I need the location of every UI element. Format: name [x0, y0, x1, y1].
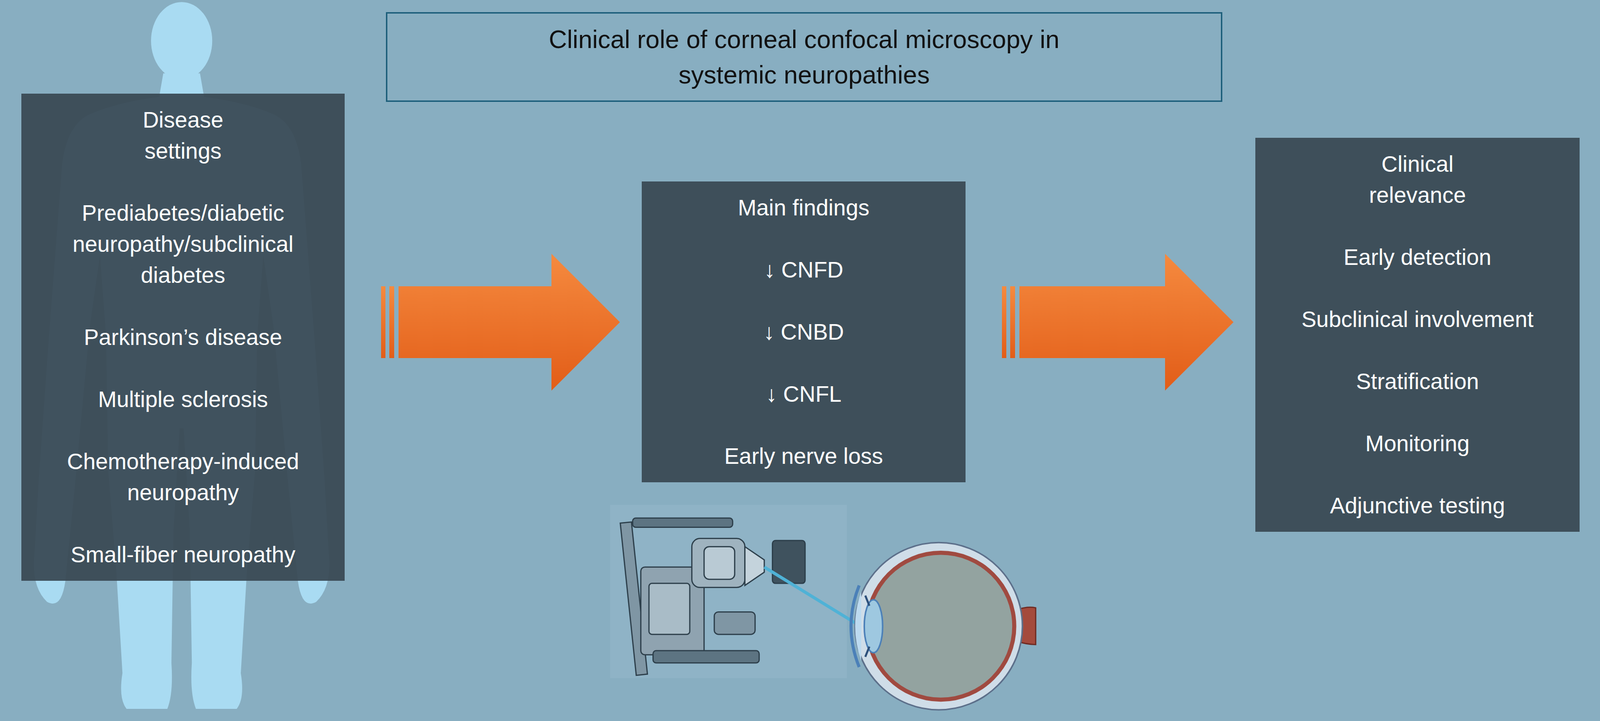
eye-cross-section	[850, 542, 1036, 711]
category-panel: Clinical relevanceEarly detectionSubclin…	[1255, 137, 1580, 533]
arrow-tail-bar	[389, 286, 395, 359]
panel-item: ↓ CNBD	[651, 316, 956, 348]
arrow-tail-bar	[1010, 286, 1016, 359]
panel-item: Early nerve loss	[651, 440, 956, 472]
panel-item: Multiple sclerosis	[31, 383, 335, 416]
block-arrow	[398, 253, 620, 391]
confocal-microscope	[610, 504, 858, 679]
panel-item: Parkinson’s disease	[31, 321, 335, 353]
panel-item: Adjunctive testing	[1265, 490, 1570, 522]
panel-item: ↓ CNFD	[651, 254, 956, 286]
diagram-title: Clinical role of corneal confocal micros…	[539, 21, 1069, 93]
panel-heading: Clinical relevance	[1344, 148, 1491, 211]
panel-item: Subclinical involvement	[1265, 303, 1570, 335]
block-arrow	[1019, 253, 1234, 391]
panel-item: ↓ CNFL	[651, 378, 956, 410]
arrow-tail-bar	[381, 286, 386, 359]
panel-item: Stratification	[1265, 366, 1570, 398]
panel-item: Prediabetes/diabetic neuropathy/subclini…	[31, 197, 335, 291]
panel-heading: Disease settings	[110, 104, 256, 167]
panel-item: Chemotherapy-induced neuropathy	[31, 446, 335, 509]
panel-heading: Main findings	[651, 192, 956, 224]
category-panel: Disease settingsPrediabetes/diabetic neu…	[21, 93, 345, 582]
category-panel: Main findings ↓ CNFD ↓ CNBD ↓ CNFL Early ner…	[641, 181, 966, 483]
panel-item: Monitoring	[1265, 428, 1570, 460]
flow-arrow-group	[1001, 253, 1234, 391]
title-frame: Clinical role of corneal confocal micros…	[385, 12, 1223, 102]
arrow-tail-bar	[1001, 286, 1007, 359]
flow-arrow-group	[381, 253, 620, 391]
panel-item: Small-fiber neuropathy	[31, 539, 335, 571]
panel-item: Early detection	[1265, 241, 1570, 273]
